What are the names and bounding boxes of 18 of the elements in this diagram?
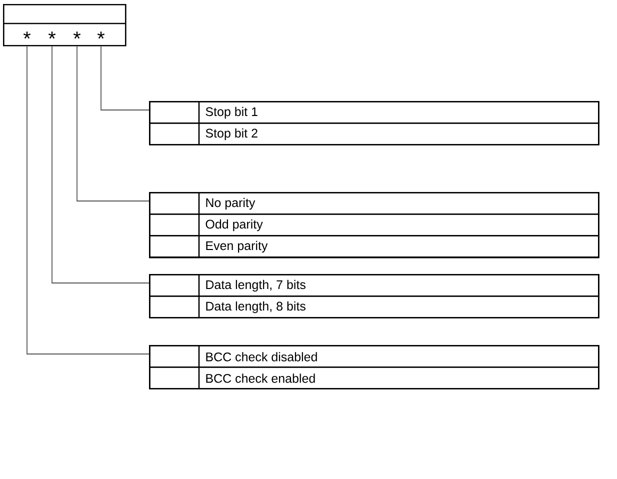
asterisk: * — [48, 32, 56, 39]
table-row: BCC check enabled — [149, 366, 600, 390]
table-row: Odd parity — [149, 214, 600, 236]
connector-line — [52, 46, 150, 284]
connector-line — [100, 46, 150, 110]
table-row: BCC check disabled — [149, 345, 600, 368]
register-box — [3, 4, 126, 46]
asterisk: * — [97, 32, 105, 39]
table-row: Stop bit 2 — [149, 122, 600, 146]
asterisk: * — [73, 32, 81, 39]
asterisk: * — [23, 32, 31, 39]
table-row: Stop bit 1 — [149, 101, 600, 124]
table-row: Even parity — [149, 235, 600, 258]
connector-line — [76, 46, 150, 202]
table-row: No parity — [149, 192, 600, 215]
connector-line — [26, 46, 150, 354]
table-row: Data length, 8 bits — [149, 296, 600, 318]
table-row: Data length, 7 bits — [149, 274, 600, 297]
